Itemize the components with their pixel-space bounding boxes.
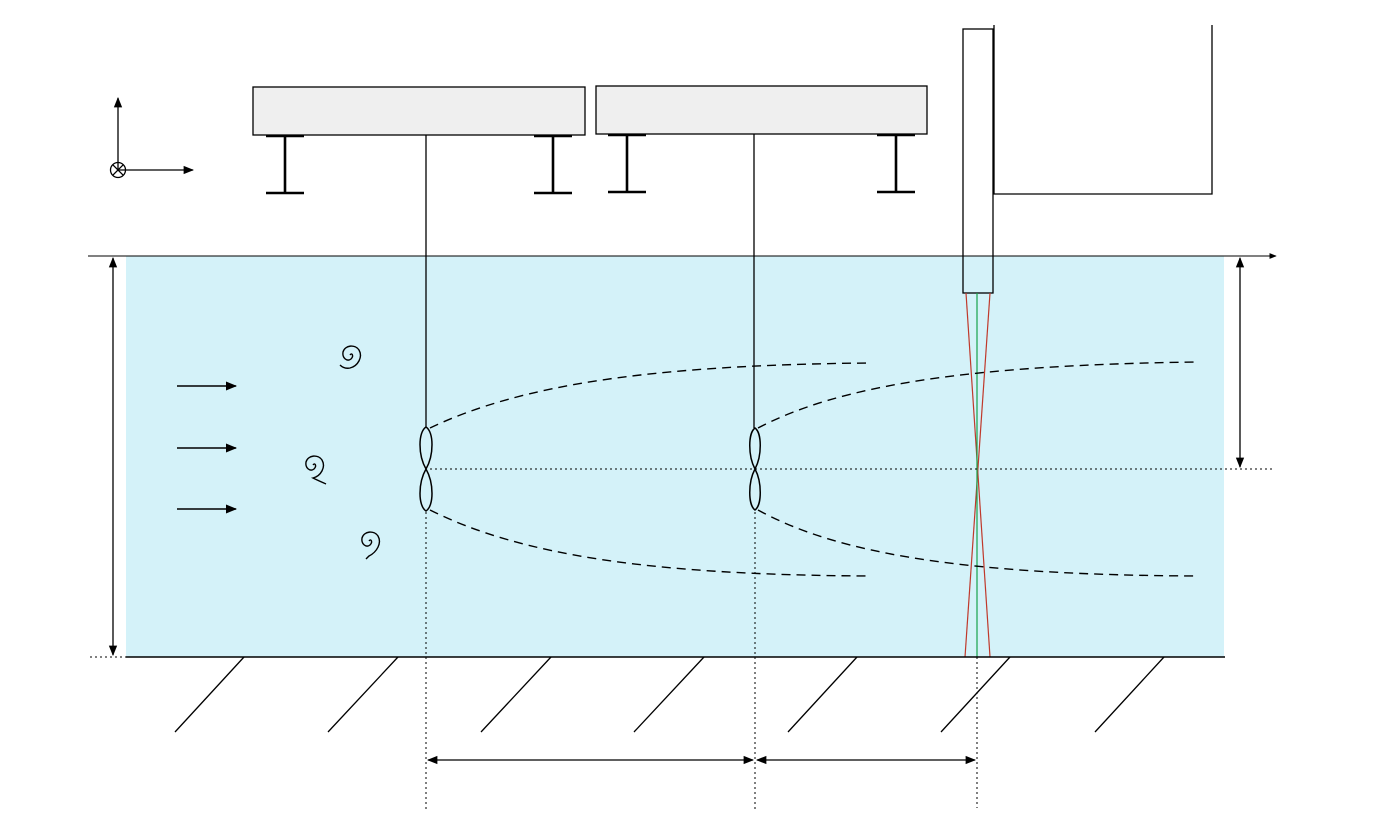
wake-boundary: [429, 362, 871, 429]
channel-bed-hatching: [174, 656, 1165, 733]
i-beam-support: [534, 134, 572, 195]
tow-carriage-right: [595, 85, 928, 194]
wake-boundaries: [429, 361, 1199, 577]
wake-boundary: [757, 361, 1199, 429]
hatch-line: [940, 656, 1011, 733]
wake-boundary: [429, 509, 871, 577]
vortex-icon: [339, 345, 362, 369]
vortex-icon: [305, 455, 327, 485]
carriage-platform-right: [595, 85, 928, 135]
carriage-platform-left: [252, 86, 586, 136]
i-beam-support: [266, 134, 304, 195]
vortex-icon: [361, 531, 381, 560]
turbine-rotor-upstream: [419, 426, 433, 512]
instrument-probe: [962, 28, 994, 294]
hatch-line: [787, 656, 858, 733]
laser-beams: [964, 292, 991, 658]
hatch-line: [1094, 656, 1165, 733]
wake-boundary: [757, 509, 1199, 577]
probe-housing-frame: [993, 25, 1213, 195]
hatch-line: [633, 656, 705, 733]
turbulence-vortices: [305, 345, 381, 560]
flow-arrows: [177, 381, 238, 514]
axis-into-page-icon: [109, 161, 127, 179]
water-channel: [126, 256, 1224, 657]
hatch-line: [327, 656, 399, 733]
tow-carriage-left: [252, 86, 586, 195]
hatch-line: [480, 656, 552, 733]
dimension-arrows: [108, 256, 1245, 765]
i-beam-support: [877, 133, 915, 194]
coordinate-axes: [109, 96, 195, 179]
i-beam-support: [608, 133, 646, 194]
hatch-line: [174, 656, 245, 733]
